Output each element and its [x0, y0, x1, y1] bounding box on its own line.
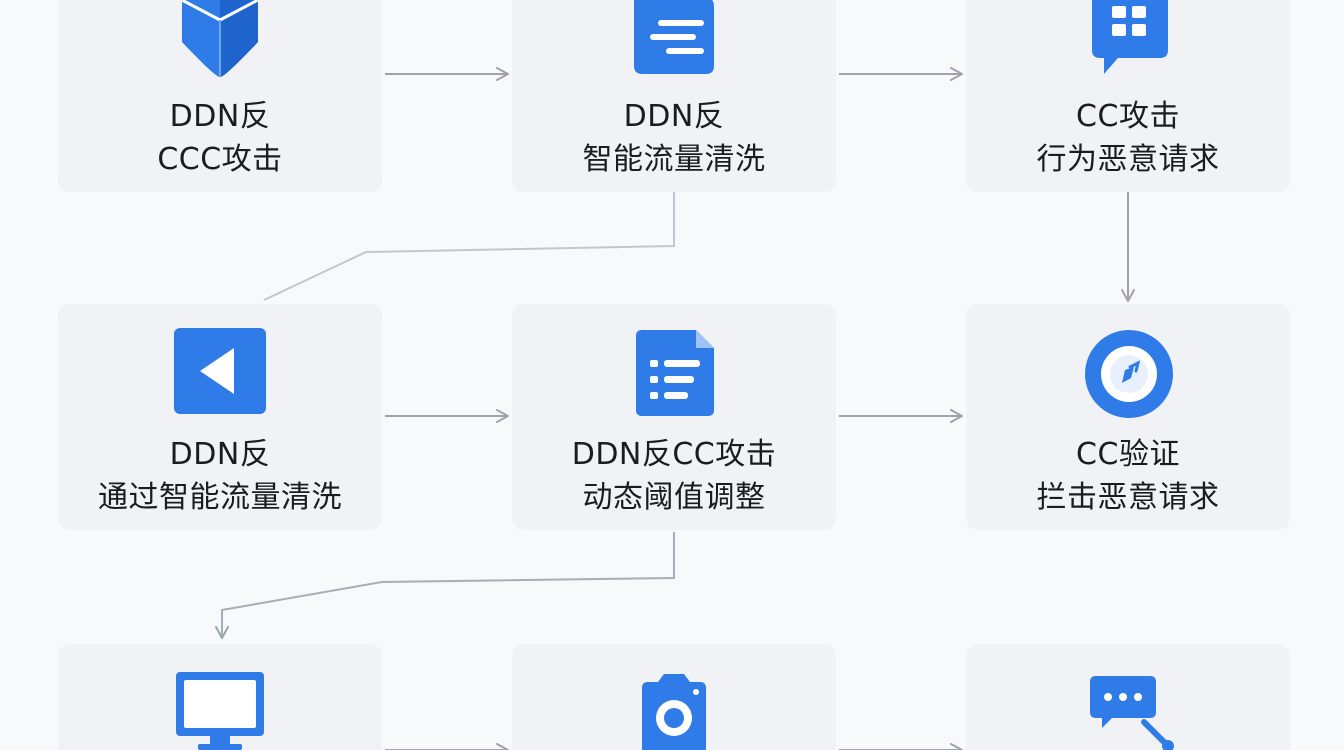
camera-icon: [642, 674, 706, 750]
edge-n5-n7: [215, 532, 675, 639]
node-label-line2: CCC攻击: [157, 142, 283, 177]
node-card-ddn-smart-cleaning: DDN反 智能流量清洗: [512, 0, 836, 192]
node-label-line1: DDN反: [169, 99, 271, 134]
node-card-chat-search: [966, 644, 1290, 750]
chat-grid-icon: [1092, 0, 1168, 74]
node-card-cc-malicious-requests: CC攻击 行为恶意请求: [966, 0, 1290, 192]
edge-n2-n4: [263, 192, 675, 301]
node-label-line1: DDN反: [169, 437, 271, 472]
node-label-line2: 智能流量清洗: [582, 142, 766, 177]
node-card-ddn-through-cleaning: DDN反 通过智能流量清洗: [58, 304, 382, 530]
node-label-line1: DDN反CC攻击: [571, 437, 777, 472]
verify-circle-icon: [1085, 330, 1173, 418]
node-label-line2: 动态阈值调整: [582, 480, 766, 515]
folder-document-icon: [634, 0, 714, 74]
node-card-camera: [512, 644, 836, 750]
node-label-line2: 通过智能流量清洗: [98, 480, 342, 515]
document-list-icon: [636, 330, 714, 416]
chat-search-icon: [1090, 676, 1174, 750]
node-label-line2: 拦击恶意请求: [1036, 480, 1220, 515]
node-card-cc-verification: CC验证 拦击恶意请求: [966, 304, 1290, 530]
monitor-icon: [176, 672, 264, 750]
node-label-line1: CC验证: [1076, 437, 1180, 472]
play-back-icon: [174, 328, 266, 414]
node-card-monitor: [58, 644, 382, 750]
node-label-line1: CC攻击: [1076, 99, 1180, 134]
node-card-ddn-dynamic-threshold: DDN反CC攻击 动态阈值调整: [512, 304, 836, 530]
node-label-line1: DDN反: [623, 99, 725, 134]
shield-icon: [181, 0, 259, 77]
node-label-line2: 行为恶意请求: [1036, 142, 1220, 177]
node-card-ddn-ccc-attack: DDN反 CCC攻击: [58, 0, 382, 192]
